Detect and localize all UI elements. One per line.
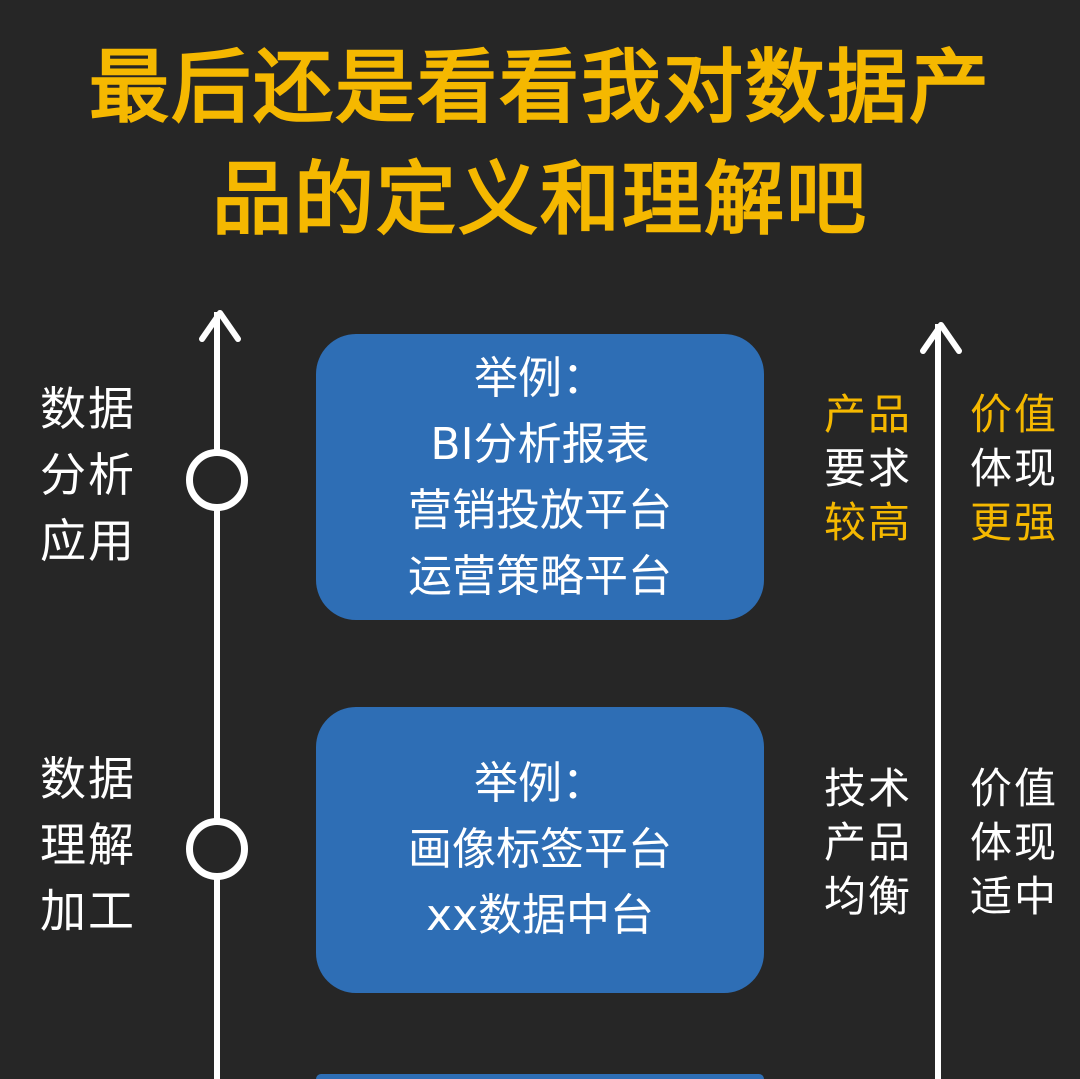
left-axis-line [214,312,220,1079]
right-axis-line [935,324,941,1079]
stage-label-analysis: 数据 分析 应用 [40,382,136,568]
product-requirement-processing: 技术 产品 均衡 [824,764,913,921]
value-processing: 价值 体现 适中 [970,764,1059,921]
timeline-node-icon [186,818,248,880]
page-title-line-1: 最后还是看看我对数据产 [89,41,991,134]
example-card-analysis: 举例： BI分析报表 营销投放平台 运营策略平台 [316,334,764,620]
right-axis-up-arrow-icon [920,322,962,354]
left-axis-up-arrow-icon [199,310,241,342]
stage-label-processing: 数据 理解 加工 [40,752,136,938]
page-title-line-2: 品的定义和理解吧 [212,153,868,246]
example-card-processing: 举例： 画像标签平台 xx数据中台 [316,707,764,993]
product-requirement-analysis: 产品 要求 较高 [824,390,913,547]
value-analysis: 价值 体现 更强 [970,390,1059,547]
example-card-next [316,1074,764,1079]
timeline-node-icon [186,449,248,511]
